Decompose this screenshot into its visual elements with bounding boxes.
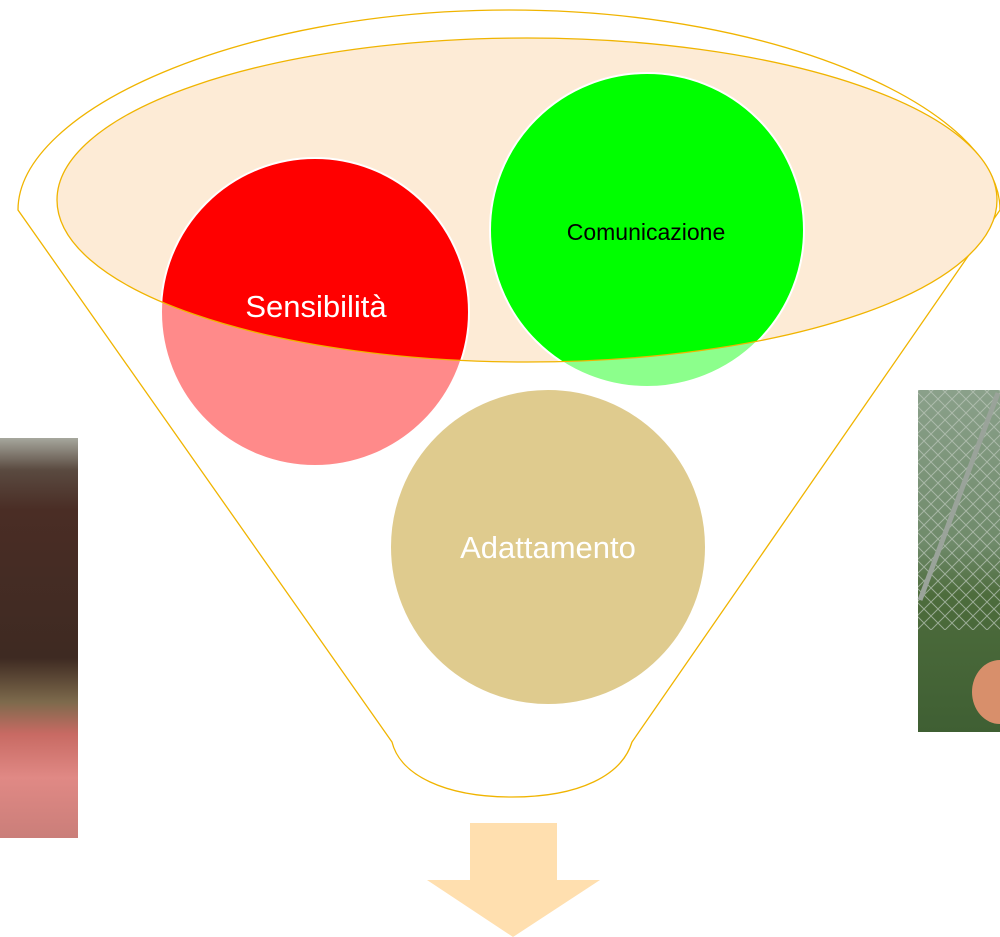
adattamento-circle — [389, 388, 707, 706]
funnel-top-ellipse — [56, 37, 998, 363]
adattamento-label: Adattamento — [460, 530, 636, 565]
comunicazione-label: Comunicazione — [567, 219, 726, 245]
photo-field-fence — [917, 390, 1000, 732]
photo-track — [0, 438, 78, 838]
down-arrow-icon — [427, 823, 600, 937]
sensibilita-label: Sensibilità — [245, 289, 387, 324]
